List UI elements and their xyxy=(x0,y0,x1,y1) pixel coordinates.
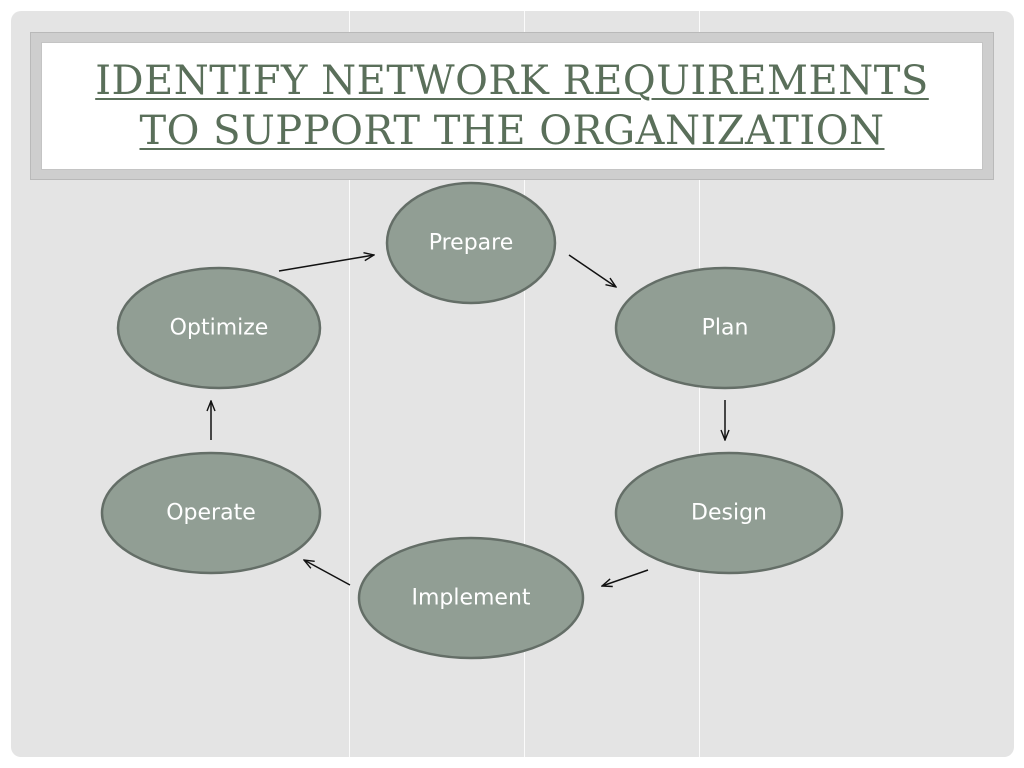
node-label-optimize: Optimize xyxy=(170,316,269,341)
arrow-implement-to-operate xyxy=(304,560,351,586)
title-box: IDENTIFY NETWORK REQUIREMENTS TO SUPPORT… xyxy=(41,42,983,170)
node-label-operate: Operate xyxy=(166,501,256,526)
arrow-design-to-implement xyxy=(602,569,649,586)
node-optimize: Optimize xyxy=(116,266,322,390)
node-label-plan: Plan xyxy=(702,316,749,341)
node-plan: Plan xyxy=(614,266,836,390)
background-stripe-line xyxy=(349,11,350,757)
node-implement: Implement xyxy=(357,536,585,660)
arrow-prepare-to-plan xyxy=(568,254,616,287)
node-design: Design xyxy=(614,451,844,575)
node-label-implement: Implement xyxy=(411,586,530,611)
node-label-design: Design xyxy=(691,501,767,526)
slide: IDENTIFY NETWORK REQUIREMENTS TO SUPPORT… xyxy=(11,11,1014,757)
node-operate: Operate xyxy=(100,451,322,575)
node-prepare: Prepare xyxy=(385,181,557,305)
title-frame: IDENTIFY NETWORK REQUIREMENTS TO SUPPORT… xyxy=(30,32,994,180)
background-stripe-line xyxy=(524,11,525,757)
arrow-optimize-to-prepare xyxy=(278,255,374,272)
slide-title-line-2: TO SUPPORT THE ORGANIZATION xyxy=(139,108,885,154)
node-label-prepare: Prepare xyxy=(429,231,514,256)
slide-title-line-1: IDENTIFY NETWORK REQUIREMENTS xyxy=(95,58,929,104)
